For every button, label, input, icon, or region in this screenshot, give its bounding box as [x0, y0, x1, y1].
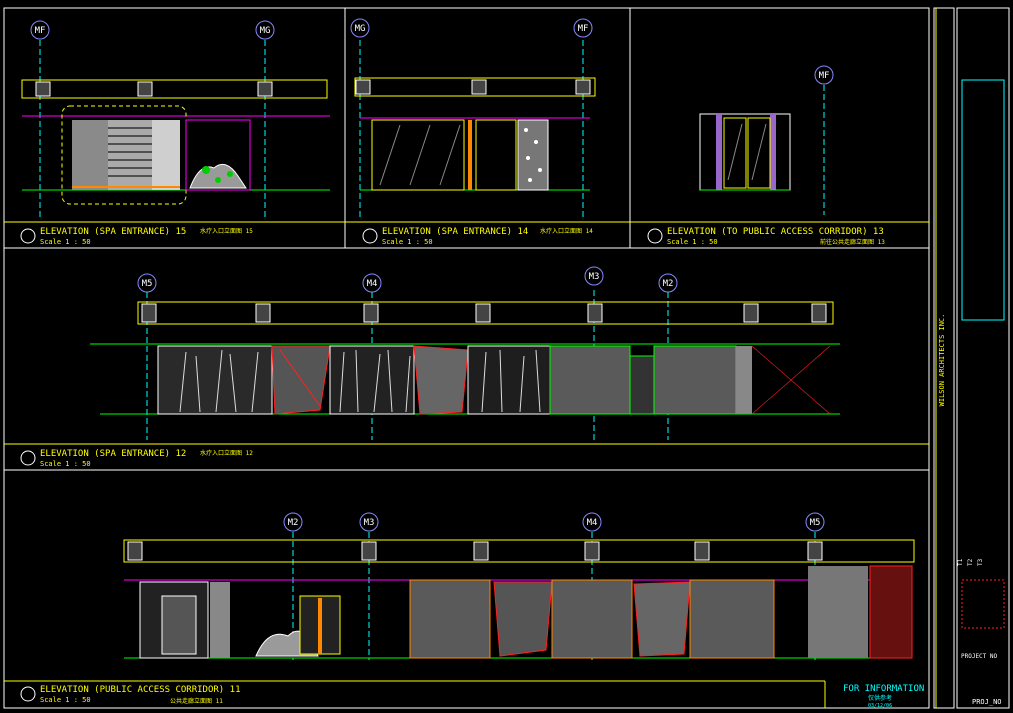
panel-subtitle: 水疗入口立面图 12 — [200, 449, 253, 457]
panel-title-14: ELEVATION (SPA ENTRANCE) 14 水疗入口立面图 14 S… — [362, 227, 593, 246]
status-subtext: 仅供参考 — [868, 694, 892, 702]
svg-text:M4: M4 — [367, 279, 378, 289]
svg-text:M3: M3 — [364, 518, 375, 528]
panel-title-15: ELEVATION (SPA ENTRANCE) 15 水疗入口立面图 15 S… — [20, 227, 253, 246]
svg-text:T3: T3 — [977, 558, 984, 566]
grid-marker: M3 — [359, 512, 379, 532]
panel-title-13: ELEVATION (TO PUBLIC ACCESS CORRIDOR) 13… — [647, 227, 885, 246]
panel-title-text: ELEVATION (SPA ENTRANCE) 14 — [382, 227, 528, 237]
grid-marker: M4 — [582, 512, 602, 532]
panel-subtitle: 水疗入口立面图 14 — [540, 227, 593, 235]
panel-scale: Scale 1 : 50 — [40, 238, 91, 246]
panel-title-text: ELEVATION (SPA ENTRANCE) 12 — [40, 449, 186, 459]
panel-subtitle: 公共走廊立面图 11 — [170, 697, 223, 705]
svg-text:MG: MG — [260, 26, 271, 36]
elevation-13 — [699, 85, 825, 215]
panel-title-text: ELEVATION (SPA ENTRANCE) 15 — [40, 227, 186, 237]
grid-marker: MF — [814, 65, 834, 85]
svg-text:M3: M3 — [589, 272, 600, 282]
grid-marker: MF — [30, 20, 50, 40]
svg-text:M2: M2 — [288, 518, 299, 528]
panel-title-bars — [4, 8, 937, 708]
panel-scale: Scale 1 : 50 — [40, 696, 91, 704]
grid-marker: MG — [350, 18, 370, 38]
panel-scale: Scale 1 : 50 — [667, 238, 718, 246]
panel-scale: Scale 1 : 50 — [382, 238, 433, 246]
panel-title-12: ELEVATION (SPA ENTRANCE) 12 水疗入口立面图 12 S… — [20, 449, 253, 468]
revision-codes: T1 T2 T3 — [957, 558, 984, 566]
grid-marker: MF — [573, 18, 593, 38]
panel-title-text: ELEVATION (TO PUBLIC ACCESS CORRIDOR) 13 — [667, 227, 884, 237]
grid-marker: M2 — [283, 512, 303, 532]
panel-title-11: ELEVATION (PUBLIC ACCESS CORRIDOR) 11 公共… — [20, 685, 240, 705]
title-block: WILSON ARCHITECTS INC. T1 T2 T3 PROJECT … — [938, 79, 1005, 706]
grid-marker: MG — [255, 20, 275, 40]
grid-marker: M4 — [362, 273, 382, 293]
svg-text:MF: MF — [35, 26, 46, 36]
svg-text:M5: M5 — [142, 279, 153, 289]
panel-subtitle: 水疗入口立面图 15 — [200, 227, 253, 235]
svg-text:T2: T2 — [967, 558, 974, 566]
elevation-15 — [21, 40, 330, 220]
status-text: FOR INFORMATION — [843, 684, 924, 694]
panel-scale: Scale 1 : 50 — [40, 460, 91, 468]
panel-title-text: ELEVATION (PUBLIC ACCESS CORRIDOR) 11 — [40, 685, 240, 695]
svg-text:T1: T1 — [957, 558, 964, 566]
grid-marker: M5 — [137, 273, 157, 293]
svg-text:M2: M2 — [663, 279, 674, 289]
elevation-14 — [354, 40, 596, 220]
grid-markers: MF MG MG MF MF M5 M4 M3 M2 M2 M3 M4 M5 — [30, 18, 834, 532]
grid-marker: M3 — [584, 266, 604, 286]
status-stamp: FOR INFORMATION 仅供参考 03/12/06 — [843, 684, 924, 709]
status-date: 03/12/06 — [868, 703, 892, 709]
grid-marker: M5 — [805, 512, 825, 532]
svg-text:M5: M5 — [810, 518, 821, 528]
svg-text:M4: M4 — [587, 518, 598, 528]
svg-text:MF: MF — [578, 24, 589, 34]
panel-subtitle: 前往公共走廊立面图 13 — [820, 238, 885, 246]
project-number: PROJ_NO — [972, 698, 1002, 706]
svg-text:MF: MF — [819, 71, 830, 81]
elevation-11 — [123, 532, 915, 660]
elevation-12 — [90, 290, 840, 440]
firm-name: WILSON ARCHITECTS INC. — [938, 314, 946, 407]
project-label: PROJECT NO — [961, 653, 998, 660]
svg-text:MG: MG — [355, 24, 366, 34]
sheet-frame — [3, 7, 1010, 709]
grid-marker: M2 — [658, 273, 678, 293]
